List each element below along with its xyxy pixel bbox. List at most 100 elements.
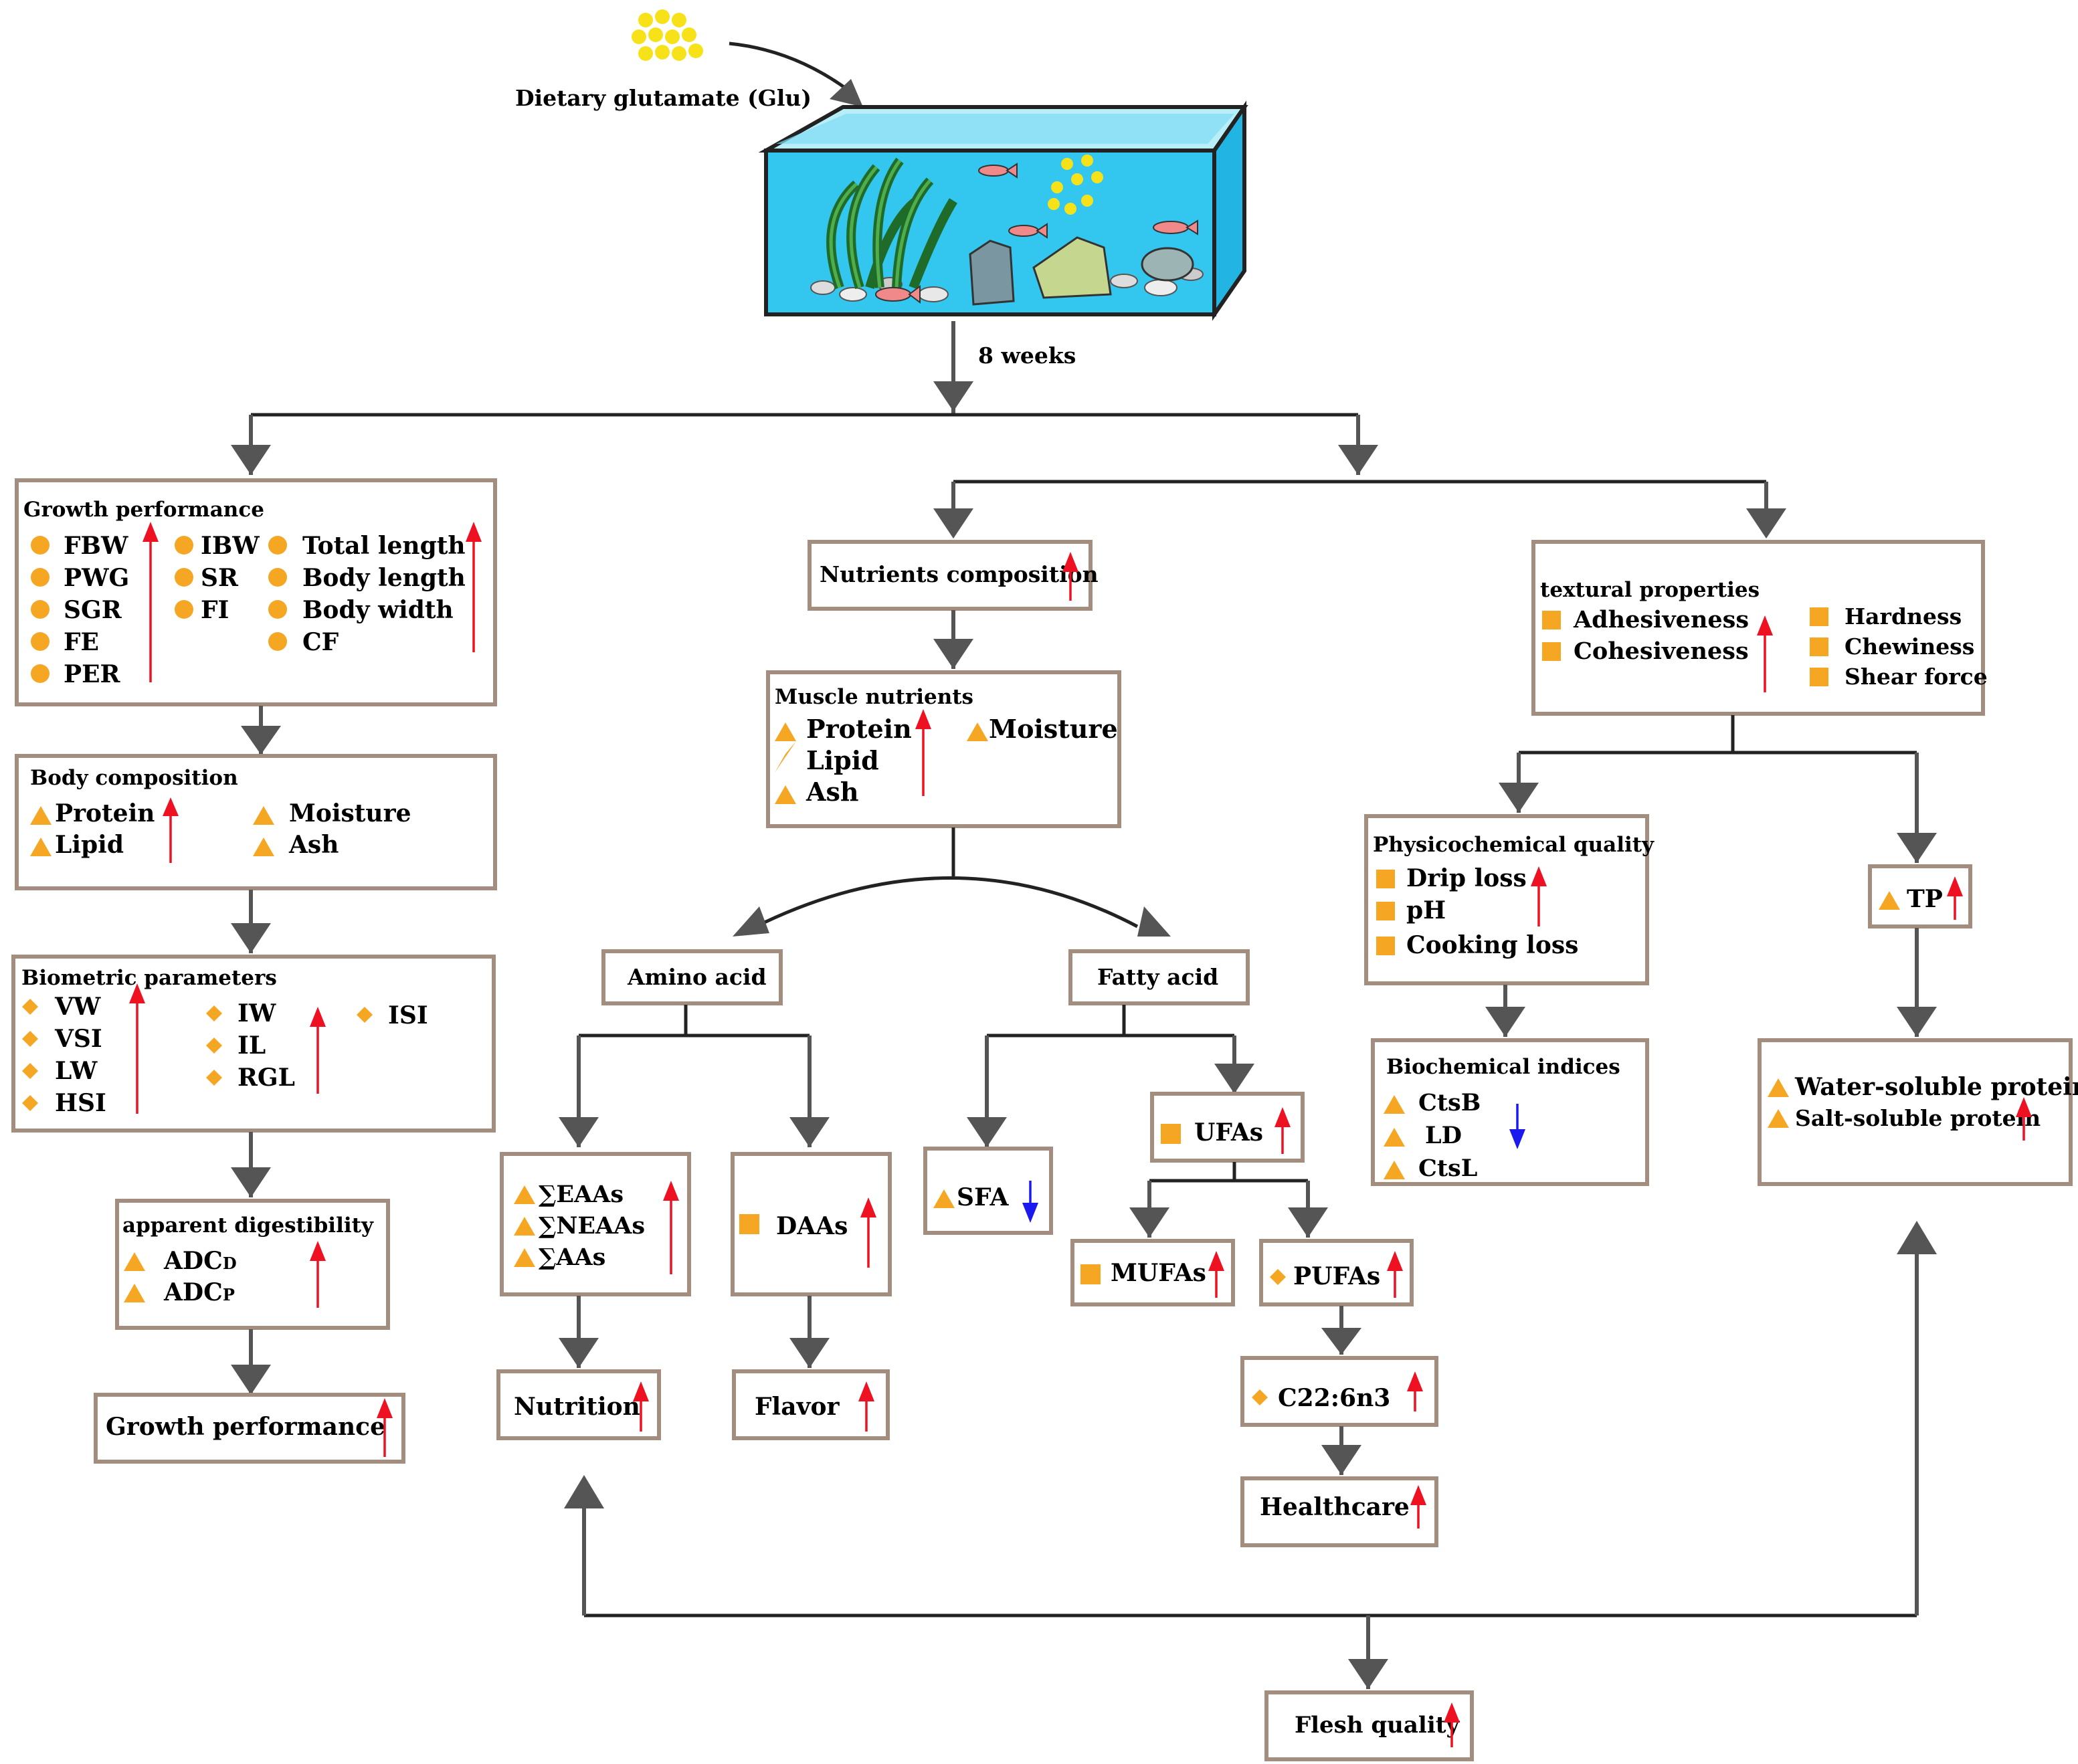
physchem-box — [1364, 814, 1649, 985]
svg-text:FBW: FBW — [64, 532, 128, 560]
svg-text:CF: CF — [302, 628, 339, 656]
muscle-up-arrow — [915, 709, 931, 796]
physchem-title: Physicochemical quality — [1373, 833, 1655, 857]
svg-text:PWG: PWG — [64, 564, 129, 592]
svg-text:VSI: VSI — [54, 1025, 102, 1053]
growth-up-arrow-2 — [466, 522, 482, 652]
svg-text:Hardness: Hardness — [1845, 603, 1962, 629]
diet-label: Dietary glutamate (Glu) — [515, 85, 812, 111]
growth-col3: Total length Body length Body width CF — [268, 532, 466, 656]
aa-sums-box — [500, 1152, 691, 1296]
healthcare-up-arrow — [1410, 1485, 1426, 1529]
growth-outcome-label: Growth performance — [106, 1413, 385, 1441]
fatty-acid-label: Fatty acid — [1097, 964, 1218, 990]
physchem-up-arrow — [1531, 866, 1547, 926]
sfa-down-arrow — [1022, 1181, 1038, 1223]
svg-text:RGL: RGL — [238, 1064, 295, 1092]
growth-up-arrow-1 — [143, 522, 159, 682]
svg-text:Protein: Protein — [806, 714, 912, 744]
digestibility-box — [115, 1199, 390, 1330]
daas-label: DAAs — [776, 1212, 848, 1240]
adcd-label: ADCD — [163, 1247, 237, 1275]
svg-text:Water-soluble protein: Water-soluble protein — [1794, 1073, 2078, 1101]
growth-col2: IBW SR FI — [175, 532, 260, 624]
svg-text:Moisture: Moisture — [289, 799, 411, 827]
svg-text:CtsB: CtsB — [1418, 1089, 1481, 1116]
svg-text:Adhesiveness: Adhesiveness — [1573, 606, 1749, 633]
textural-title: textural properties — [1540, 578, 1760, 602]
nutrients-comp-label: Nutrients composition — [820, 561, 1099, 587]
diet-arrow — [729, 41, 854, 95]
svg-text:Moisture: Moisture — [989, 714, 1118, 744]
body-comp-up-arrow — [163, 797, 179, 863]
growth-col1: FBW PWG SGR FE PER — [31, 532, 129, 688]
duration-label: 8 weeks — [978, 342, 1076, 369]
biochem-box — [1371, 1038, 1649, 1186]
nutrition-box — [496, 1369, 661, 1440]
pufas-up-arrow — [1387, 1251, 1403, 1298]
adcp-label: ADCP — [163, 1278, 235, 1306]
flesh-quality-up-arrow — [1444, 1702, 1460, 1747]
biometric-col2: IW IL RGL — [206, 999, 295, 1092]
svg-text:Ash: Ash — [288, 831, 339, 859]
growth-outcome-up-arrow — [377, 1398, 393, 1457]
svg-text:Drip loss: Drip loss — [1406, 864, 1527, 892]
fatty-acid-box — [1068, 949, 1250, 1005]
svg-text:SGR: SGR — [64, 596, 122, 624]
svg-text:IL: IL — [238, 1032, 266, 1060]
body-comp-title: Body composition — [30, 766, 238, 790]
mufas-label: MUFAs — [1111, 1259, 1206, 1287]
daas-up-arrow — [860, 1197, 876, 1268]
biochem-title: Biochemical indices — [1386, 1055, 1620, 1079]
digestibility-up-arrow — [310, 1241, 326, 1308]
svg-text:CtsL: CtsL — [1418, 1155, 1477, 1182]
healthcare-label: Healthcare — [1260, 1493, 1410, 1521]
svg-text:∑NEAAs: ∑NEAAs — [539, 1212, 645, 1240]
nutrition-label: Nutrition — [514, 1393, 640, 1421]
svg-text:Protein: Protein — [55, 799, 155, 827]
flesh-quality-label: Flesh quality — [1295, 1712, 1460, 1739]
biometric-up-arrow-2 — [310, 1007, 326, 1094]
flavor-label: Flavor — [755, 1393, 840, 1421]
pufas-box — [1259, 1239, 1414, 1306]
svg-text:IBW: IBW — [201, 532, 260, 560]
nutrients-comp-box — [808, 540, 1093, 611]
svg-text:Shear force: Shear force — [1845, 664, 1988, 690]
c22-label: C22:6n3 — [1278, 1384, 1390, 1412]
svg-text:FE: FE — [64, 628, 99, 656]
svg-text:∑EAAs: ∑EAAs — [539, 1181, 624, 1208]
nutrition-up-arrow — [633, 1381, 649, 1432]
svg-text:PER: PER — [64, 660, 121, 688]
svg-text:VW: VW — [54, 993, 101, 1021]
tp-up-arrow — [1947, 876, 1963, 920]
svg-text:Ash: Ash — [806, 777, 859, 807]
flesh-quality-box — [1264, 1690, 1474, 1761]
svg-text:HSI: HSI — [55, 1089, 106, 1117]
textural-box — [1531, 540, 1985, 716]
amino-acid-box — [601, 949, 783, 1005]
biometric-box — [11, 955, 496, 1133]
svg-text:LW: LW — [55, 1057, 98, 1085]
svg-text:Salt-soluble protein: Salt-soluble protein — [1795, 1105, 2041, 1131]
ufas-label: UFAs — [1194, 1118, 1263, 1147]
svg-text:∑AAs: ∑AAs — [539, 1244, 605, 1271]
healthcare-box — [1240, 1476, 1438, 1547]
c22-up-arrow — [1407, 1371, 1423, 1411]
mufas-up-arrow — [1208, 1251, 1224, 1298]
biometric-title: Biometric parameters — [21, 966, 277, 990]
nutrients-comp-up-arrow — [1062, 552, 1078, 601]
flavor-up-arrow — [858, 1381, 874, 1432]
tp-label: TP — [1907, 885, 1943, 913]
flavor-box — [732, 1369, 890, 1440]
growth-outcome-box — [94, 1393, 405, 1464]
biometric-up-arrow-1 — [129, 983, 145, 1114]
amino-acid-label: Amino acid — [627, 964, 767, 990]
muscle-title: Muscle nutrients — [775, 685, 973, 709]
svg-text:IW: IW — [238, 999, 276, 1027]
svg-text:Cohesiveness: Cohesiveness — [1574, 638, 1749, 665]
sfa-label: SFA — [957, 1183, 1009, 1211]
biometric-col1: VW VSI LW HSI — [22, 993, 106, 1117]
c22-box — [1240, 1356, 1438, 1427]
svg-text:FI: FI — [201, 596, 229, 624]
biometric-isi: ISI — [388, 1001, 428, 1030]
